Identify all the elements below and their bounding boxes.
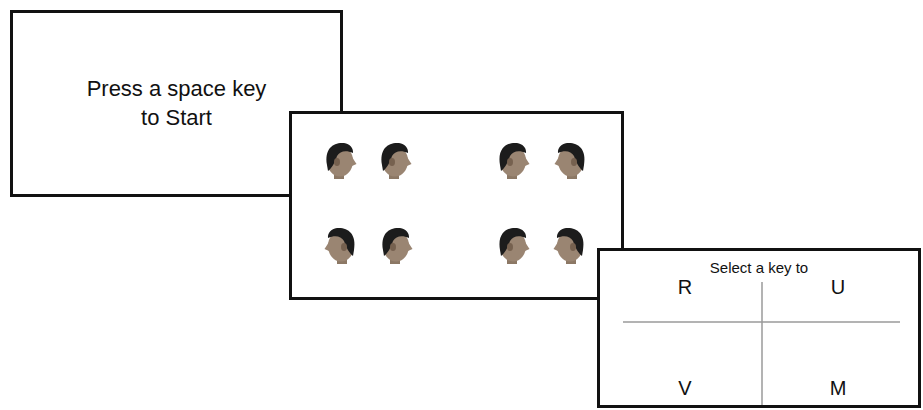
screen-text: Press a space key to Start (81, 75, 273, 132)
head-icon (382, 228, 412, 264)
key-label: M (830, 378, 847, 398)
head-icon (381, 143, 411, 179)
head-icon (499, 143, 529, 179)
key-label: U (831, 277, 845, 297)
head-icon (325, 228, 355, 264)
response-screen: Select a key to (597, 248, 921, 408)
head-icon (554, 228, 584, 264)
key-label: R (678, 277, 692, 297)
key-label: V (678, 378, 691, 398)
head-icon (555, 143, 585, 179)
screen-text: Select a key to (710, 258, 808, 278)
start-screen: Press a space key to Start (10, 10, 343, 197)
head-icon (499, 228, 529, 264)
